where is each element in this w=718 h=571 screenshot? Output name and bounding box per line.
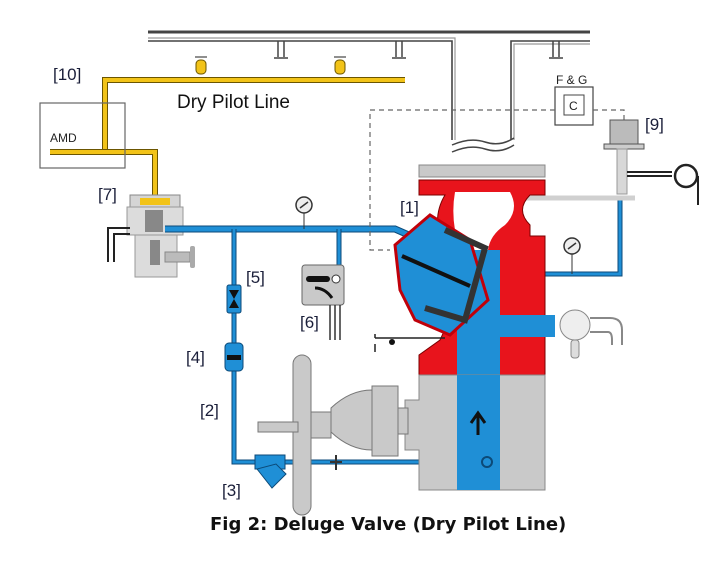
callout-1: [1]: [400, 198, 419, 217]
solenoid-9: [603, 119, 645, 195]
callout-5: [5]: [246, 268, 265, 287]
fg-inner-label: C: [569, 99, 578, 113]
figure-caption: Fig 2: Deluge Valve (Dry Pilot Line): [210, 514, 566, 535]
callout-2: [2]: [200, 401, 219, 420]
pressure-switch-6: [301, 264, 345, 340]
pilot-head: [195, 56, 207, 75]
deluge-valve-body-1: [374, 164, 623, 491]
callout-3: [3]: [222, 481, 241, 500]
strainer-3: [254, 454, 287, 489]
pressure-gauge-icon: [563, 237, 581, 274]
fg-label: F & G: [556, 73, 587, 87]
callout-10: [10]: [53, 65, 81, 84]
pilot-head: [334, 56, 346, 75]
callout-7: [7]: [98, 185, 117, 204]
drain-pipe: [627, 171, 672, 177]
dry-pilot-line: [50, 56, 405, 205]
signal-line-dashed: [369, 109, 625, 251]
gate-valve-handwheel: [257, 354, 409, 516]
drain-loop: [673, 163, 699, 189]
pilot-valve-7: [107, 194, 195, 278]
callout-4: [4]: [186, 348, 205, 367]
amd-box: AMD: [39, 102, 126, 169]
sprinkler-piping: [148, 30, 590, 153]
restriction-orifice-5: [226, 284, 242, 314]
check-valve-4: [224, 342, 244, 372]
fire-gas-controller: F & G C: [554, 73, 594, 126]
callout-6: [6]: [300, 313, 319, 332]
callout-9: [9]: [645, 115, 664, 134]
dry-pilot-line-label: Dry Pilot Line: [177, 92, 290, 113]
pressure-gauge-icon: [295, 196, 313, 229]
amd-label: AMD: [50, 131, 77, 145]
